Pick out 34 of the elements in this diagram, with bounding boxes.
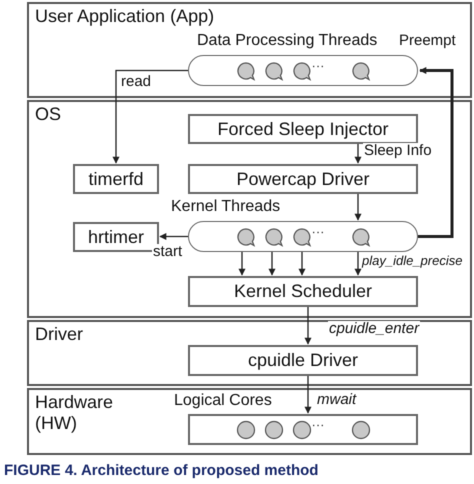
component-box: timerfd	[73, 164, 159, 194]
group-heading: Logical Cores	[174, 392, 272, 410]
edge-label: Sleep Info	[363, 143, 433, 160]
arrow	[354, 252, 362, 276]
edge-label: Preempt	[398, 33, 457, 50]
edge-label: play_idle_precise	[361, 254, 464, 268]
arrow	[304, 376, 312, 414]
layer-title: OS	[35, 104, 62, 125]
layer-panel	[27, 100, 472, 318]
layer-title: User Application (App)	[35, 6, 216, 27]
edge-label: cpuidle_enter	[328, 321, 420, 338]
arrow	[112, 70, 188, 164]
ellipsis: ···	[312, 58, 324, 73]
component-box: Kernel Scheduler	[188, 276, 418, 307]
group-heading: Data Processing Threads	[197, 32, 378, 50]
arrow	[298, 252, 306, 276]
figure-caption: FIGURE 4. Architecture of proposed method	[4, 462, 318, 479]
layer-panel	[27, 388, 472, 455]
layer-panel	[27, 2, 472, 98]
group-heading: Kernel Threads	[171, 198, 280, 216]
ellipsis: ···	[312, 417, 324, 432]
arrow	[238, 252, 246, 276]
layer-title: Hardware (HW)	[35, 392, 114, 434]
arrow	[268, 252, 276, 276]
component-box: Forced Sleep Injector	[188, 114, 418, 144]
arrow	[354, 194, 362, 221]
arrow	[418, 67, 454, 238]
component-box: cpuidle Driver	[188, 345, 418, 376]
ellipsis: ···	[312, 224, 324, 239]
arrow	[354, 144, 362, 164]
component-box: Powercap Driver	[188, 164, 418, 194]
arrow	[159, 233, 188, 240]
layer-panel	[27, 320, 472, 386]
arrow	[304, 307, 312, 345]
